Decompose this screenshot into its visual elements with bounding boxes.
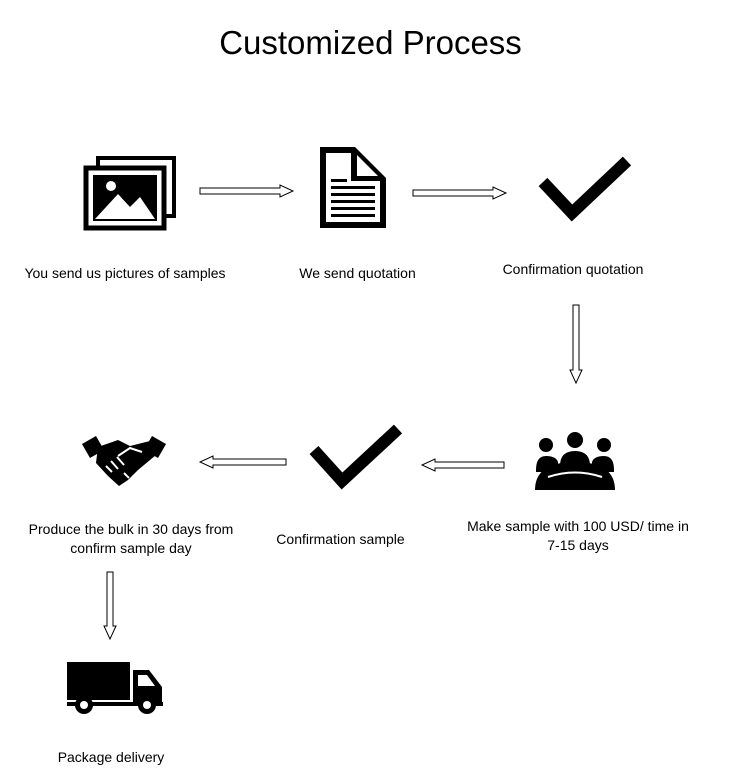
- checkmark-icon: [538, 156, 632, 222]
- arrow-down-2: [103, 571, 117, 641]
- step-label-confirm-quotation: Confirmation quotation: [502, 261, 644, 277]
- pictures-icon: [83, 156, 176, 231]
- document-icon: [320, 147, 386, 228]
- diagram-title: Customized Process: [219, 24, 522, 61]
- checkmark-icon: [309, 424, 403, 490]
- step-label-make-sample: Make sample with 100 USD/ time in 7-15 d…: [467, 518, 689, 553]
- arrow-right-1: [199, 184, 295, 198]
- step-label-package-delivery: Package delivery: [57, 749, 165, 765]
- truck-icon: [67, 662, 163, 714]
- step-label-send-pictures: You send us pictures of samples: [24, 265, 226, 281]
- arrow-left-1: [420, 458, 505, 472]
- arrow-down-1: [569, 304, 583, 385]
- step-label-send-quotation: We send quotation: [299, 265, 416, 281]
- step-label-produce-bulk: Produce the bulk in 30 days from confirm…: [28, 521, 234, 556]
- arrow-left-2: [198, 455, 287, 469]
- arrow-right-2: [412, 186, 508, 200]
- team-meeting-icon: [535, 432, 615, 490]
- handshake-icon: [82, 436, 166, 486]
- step-label-confirm-sample: Confirmation sample: [276, 531, 405, 547]
